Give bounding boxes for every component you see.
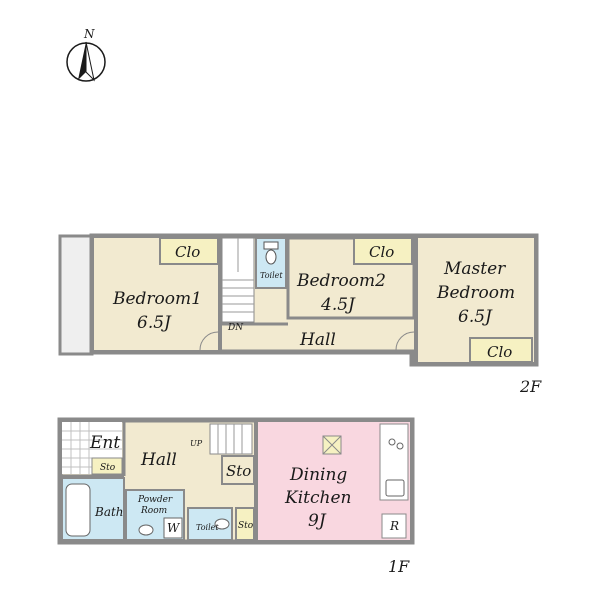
stair-1f — [209, 423, 253, 455]
closet2-label: Clo — [369, 243, 394, 261]
floor-2f-label: 2F — [519, 377, 542, 396]
hall-2f-label: Hall — [299, 330, 336, 350]
powder-label-line2: Room — [140, 506, 167, 516]
bedroom2-name: Bedroom2 — [296, 271, 386, 291]
washer-label: W — [167, 521, 181, 535]
floor-1f: Ent Sto Hall UP Sto Sto Dining Kitchen 9… — [57, 417, 415, 576]
toilet-1f-label: Toilet — [196, 523, 219, 532]
storage-ent — [91, 457, 123, 475]
dining-label-line2: Kitchen — [284, 488, 351, 508]
master-name-line1: Master — [443, 259, 506, 279]
bedroom1-size: 6.5J — [137, 313, 172, 333]
floor-1f-label: 1F — [388, 557, 410, 576]
hall-1f-label: Hall — [140, 450, 177, 470]
bath-label: Bath — [94, 505, 124, 519]
powder-label-line1: Powder — [137, 495, 173, 505]
storage-small-label: Sto — [238, 521, 254, 531]
stair-up-label: UP — [190, 439, 203, 448]
north-label: N — [83, 27, 95, 41]
fridge-label: R — [389, 519, 399, 533]
floor-2f: Clo Toilet Clo Bedroom1 6.5J Bedroom2 4.… — [58, 233, 542, 396]
entrance-label: Ent — [89, 433, 120, 453]
north-arrow-icon — [66, 41, 106, 82]
fridge — [381, 513, 407, 539]
compass: N — [66, 27, 106, 82]
closet1-label: Clo — [175, 243, 200, 261]
closet3-label: Clo — [487, 343, 512, 361]
closet3 — [469, 337, 533, 363]
storage-ent-label: Sto — [100, 463, 116, 473]
bedroom1-name: Bedroom1 — [112, 289, 202, 309]
dining-label-line1: Dining — [289, 465, 347, 485]
bedroom2-size: 4.5J — [320, 295, 356, 315]
closet2 — [353, 237, 413, 265]
closet1 — [159, 237, 219, 265]
master-name-line2: Bedroom — [436, 283, 515, 303]
master-size: 6.5J — [458, 307, 493, 327]
storage-stair-label: Sto — [226, 462, 251, 480]
toilet-2f-label: Toilet — [260, 271, 283, 280]
stair-dn-label: DN — [227, 323, 244, 333]
dining-size: 9J — [308, 511, 327, 531]
balcony — [58, 234, 94, 356]
